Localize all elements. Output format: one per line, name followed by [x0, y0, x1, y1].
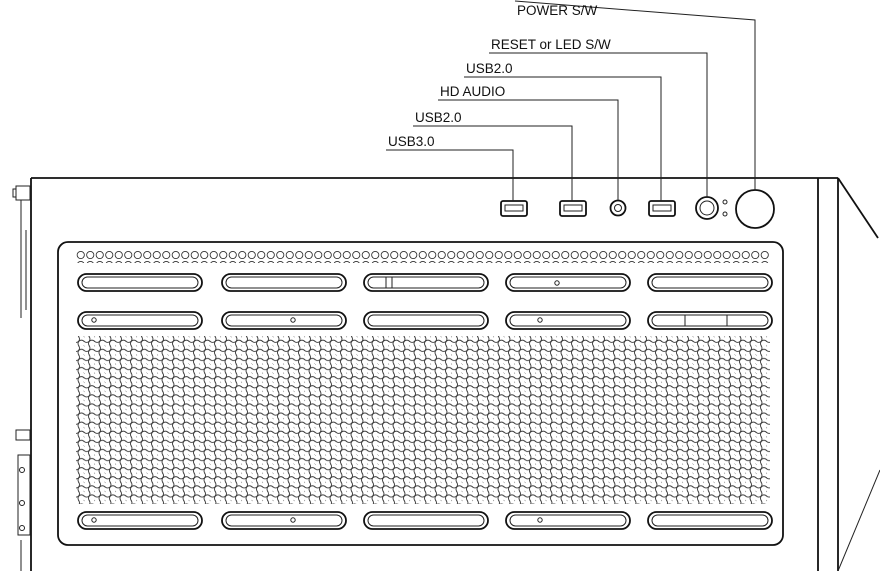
callout-lines — [386, 0, 756, 201]
power-switch-label: POWER S/W — [517, 3, 598, 18]
reset-button-icon[interactable] — [695, 196, 719, 220]
usb-port-icon — [504, 204, 524, 212]
usb3-port — [500, 200, 528, 217]
hd-audio-label: HD AUDIO — [440, 84, 505, 99]
usb2-port-2 — [648, 200, 676, 217]
audio-jack-icon — [609, 199, 627, 217]
led-indicator-icon — [722, 199, 728, 217]
usb2-label-1: USB2.0 — [466, 61, 513, 76]
usb3-label: USB3.0 — [388, 134, 435, 149]
mesh-grille-icon — [57, 241, 784, 546]
reset-led-switch-label: RESET or LED S/W — [491, 37, 611, 52]
usb2-port-1 — [559, 200, 587, 217]
case-body — [12, 177, 880, 571]
grille-slots — [77, 273, 773, 530]
usb2-label-2: USB2.0 — [415, 110, 462, 125]
power-button-icon[interactable] — [735, 189, 775, 229]
